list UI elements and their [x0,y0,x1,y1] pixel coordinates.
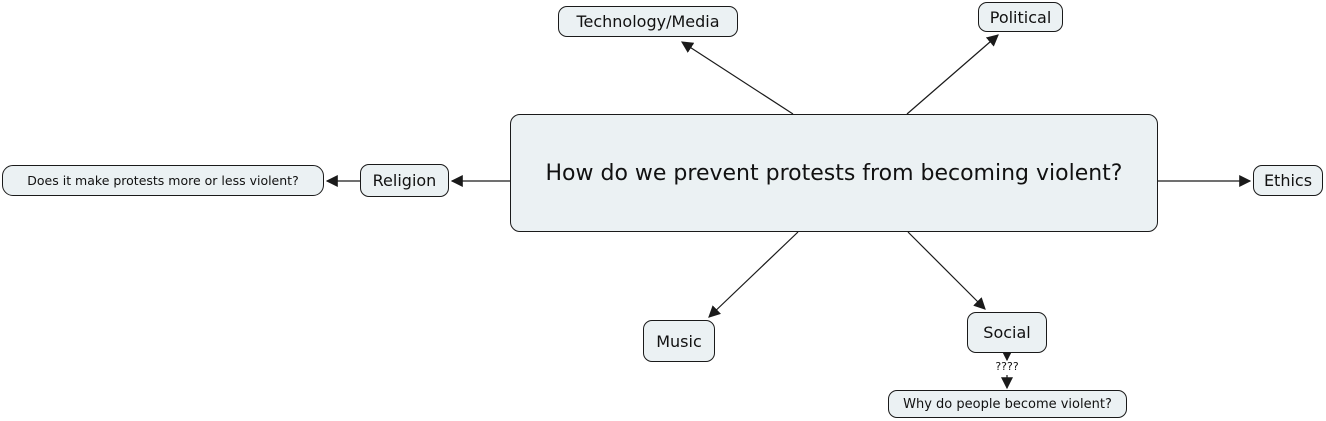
edge-central-to-technology-media [680,41,794,115]
central-topic-node[interactable]: How do we prevent protests from becoming… [510,114,1158,232]
node-technology-media[interactable]: Technology/Media [558,6,738,37]
node-ethics[interactable]: Ethics [1253,165,1323,196]
node-religion[interactable]: Religion [360,164,449,197]
node-political[interactable]: Political [978,2,1063,32]
edge-label-social-question: ???? [995,360,1019,373]
edge-central-to-social [907,231,986,310]
node-social[interactable]: Social [967,312,1047,353]
node-religion-question[interactable]: Does it make protests more or less viole… [2,165,324,196]
edge-central-to-music [708,231,799,318]
node-music[interactable]: Music [643,320,715,362]
edge-central-to-political [906,34,999,115]
node-social-question[interactable]: Why do people become violent? [888,390,1127,418]
